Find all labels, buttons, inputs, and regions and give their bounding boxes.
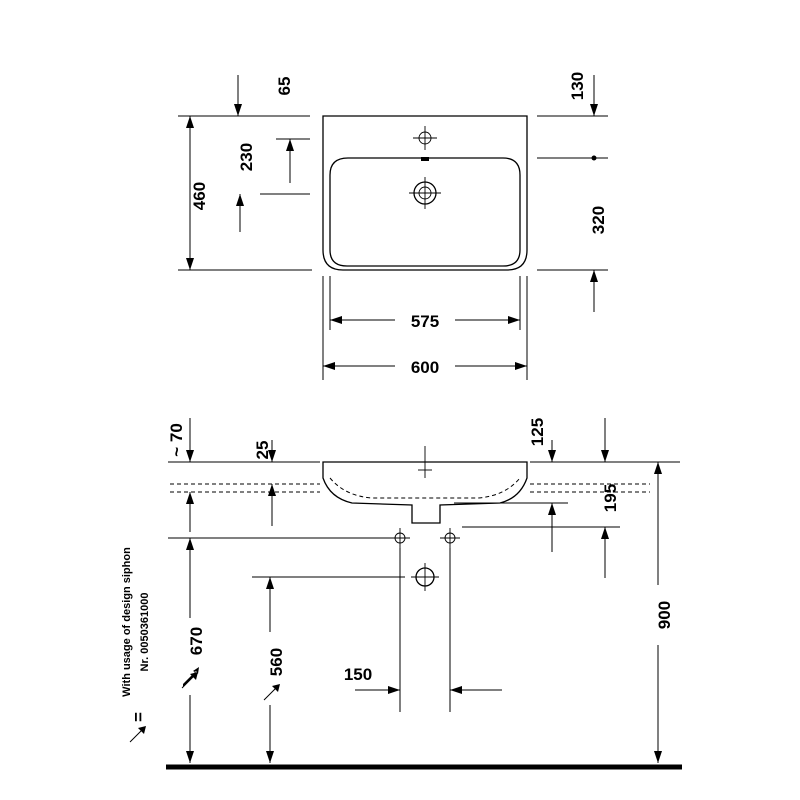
drain-outlet-mark [411, 563, 439, 591]
dim-195: 195 [601, 484, 620, 512]
dim-125: 125 [528, 418, 547, 446]
dim-25: 25 [253, 441, 272, 460]
dim-600: 600 [411, 358, 439, 377]
siphon-marker-icon-2 [272, 684, 280, 692]
dim-130: 130 [568, 72, 587, 100]
basin-hidden-bowl [329, 477, 521, 499]
siphon-mark-left [390, 528, 410, 548]
top-view: 65 130 230 460 320 575 600 [178, 72, 608, 380]
siphon-mark-right [440, 528, 460, 548]
dim-575: 575 [411, 312, 439, 331]
basin-profile-side [322, 461, 528, 524]
basin-bowl-top [329, 157, 521, 267]
siphon-note-line2: Nr. 0050361000 [139, 593, 151, 672]
legend-marker-icon [138, 726, 146, 734]
basin-outline-top [322, 115, 528, 271]
dim-150: 150 [344, 665, 372, 684]
tap-hole-top [413, 126, 437, 150]
dim-320: 320 [589, 206, 608, 234]
dim-65: 65 [275, 77, 294, 96]
legend-equals: = [129, 712, 148, 722]
dim-70: ~ 70 [167, 423, 186, 457]
siphon-note-line1: With usage of design siphon [121, 547, 133, 697]
dim-900: 900 [655, 601, 674, 629]
side-view: = ~ 70 25 125 195 670 560 150 900 With u… [121, 418, 682, 770]
overflow-slot [421, 157, 429, 161]
dim-460: 460 [190, 182, 209, 210]
dim-230: 230 [237, 143, 256, 171]
siphon-marker-icon [183, 667, 199, 687]
dim-670: 670 [187, 627, 206, 655]
drain-top [409, 177, 441, 209]
dim-560: 560 [267, 648, 286, 676]
